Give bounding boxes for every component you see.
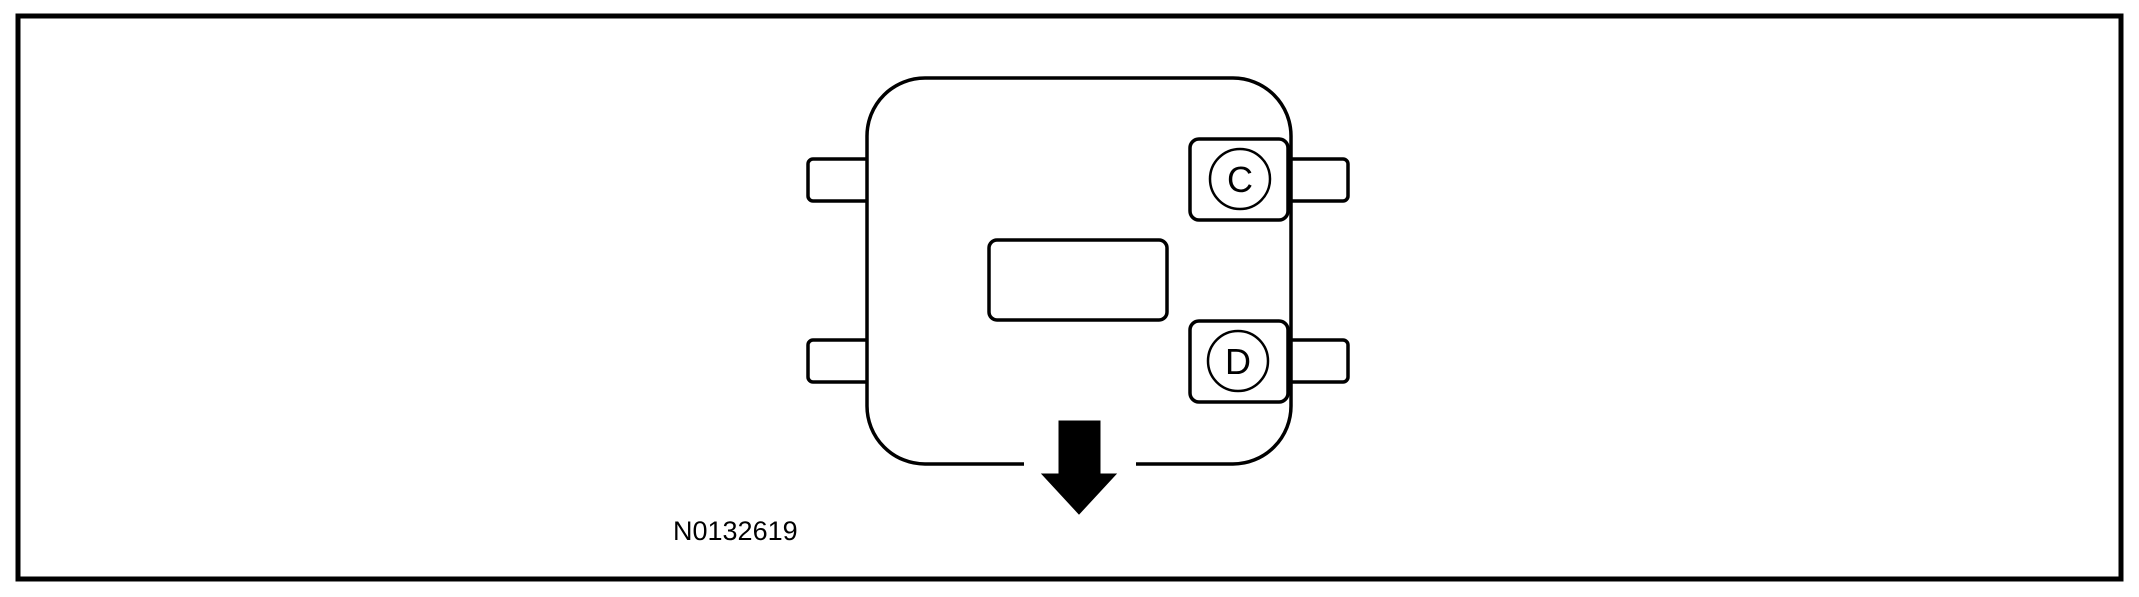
connector-d-label: D [1225, 341, 1251, 382]
figure-id: N0132619 [673, 516, 798, 546]
module-label-window [987, 238, 1169, 322]
connector-d-circle [1206, 329, 1270, 393]
connector-c-label: C [1227, 159, 1253, 200]
left-upper-tab [806, 157, 874, 203]
left-lower-tab [806, 338, 874, 384]
down-arrow-icon [1024, 420, 1136, 515]
connector-d: D [1188, 319, 1290, 404]
connector-c-circle [1208, 147, 1272, 211]
connector-c: C [1188, 137, 1290, 222]
